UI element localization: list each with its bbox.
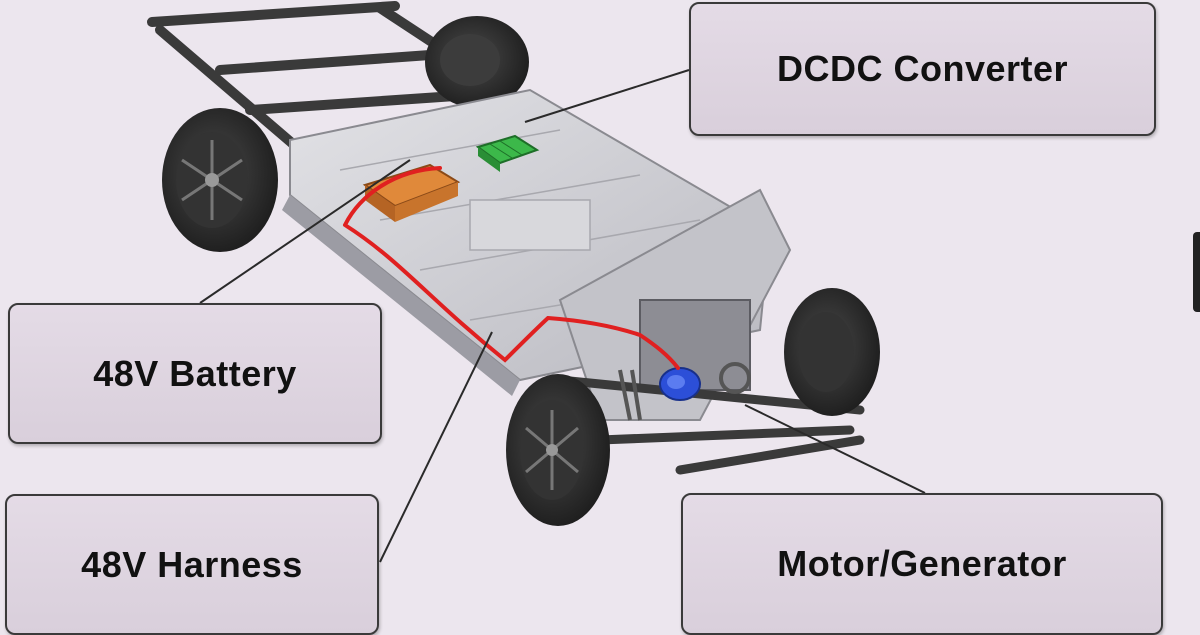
leader-line-dcdc — [524, 69, 690, 123]
leader-lines — [199, 69, 926, 563]
label-48v-harness-text: 48V Harness — [81, 543, 303, 585]
rear-left-wheel — [162, 108, 278, 252]
label-dcdc-converter: DCDC Converter — [689, 2, 1156, 136]
label-48v-battery: 48V Battery — [8, 303, 382, 444]
label-motor-generator-text: Motor/Generator — [777, 543, 1067, 584]
front-left-wheel — [506, 374, 610, 526]
label-dcdc-converter-text: DCDC Converter — [776, 48, 1069, 89]
label-48v-harness: 48V Harness — [5, 494, 379, 635]
edge-artifact — [1193, 232, 1200, 312]
front-right-wheel — [784, 288, 880, 416]
motor-generator-unit — [659, 362, 751, 401]
rear-right-wheel — [425, 16, 529, 108]
dcdc-converter-module — [475, 134, 540, 172]
leader-line-motor — [744, 404, 926, 494]
label-48v-battery-text: 48V Battery — [93, 352, 297, 394]
harness-cable — [343, 166, 680, 370]
leader-line-harness — [379, 331, 493, 563]
label-motor-generator: Motor/Generator — [681, 493, 1163, 635]
leader-line-battery — [199, 159, 411, 304]
